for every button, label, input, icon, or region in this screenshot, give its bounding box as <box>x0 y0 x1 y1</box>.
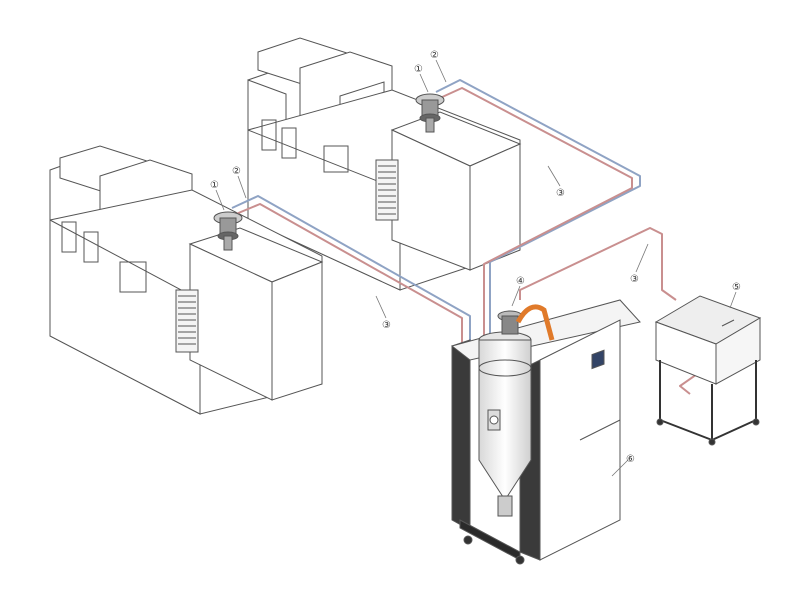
pipe-red-box-2 <box>679 371 701 395</box>
pipe-red-front <box>235 203 463 346</box>
material-box <box>654 295 762 446</box>
leader-lines <box>215 59 737 477</box>
callout-3-back: ③ <box>556 188 565 199</box>
dryer-unit <box>450 299 641 565</box>
callout-3-front: ③ <box>382 320 391 331</box>
orange-hose <box>515 304 555 341</box>
pipe-blue-back <box>435 79 641 340</box>
molding-machine-front <box>49 145 324 415</box>
pipe-red-back <box>439 87 633 340</box>
hopper-loader-back <box>415 93 445 133</box>
conveying-pipes <box>231 79 701 395</box>
callout-labels: ① ② ① ② ③ ③ ③ ④ ⑤ ⑥ <box>210 50 741 465</box>
hopper-loader-front <box>213 211 243 251</box>
callout-2-front: ② <box>232 166 241 177</box>
callout-1-front: ① <box>210 180 219 191</box>
pipe-red-box <box>519 227 677 301</box>
callout-3-right: ③ <box>630 274 639 285</box>
callout-5: ⑤ <box>732 282 741 293</box>
callout-4: ④ <box>516 276 525 287</box>
callout-2-back: ② <box>430 50 439 61</box>
callout-1-back: ① <box>414 64 423 75</box>
pipe-blue-front <box>231 195 471 346</box>
callout-6: ⑥ <box>626 454 635 465</box>
